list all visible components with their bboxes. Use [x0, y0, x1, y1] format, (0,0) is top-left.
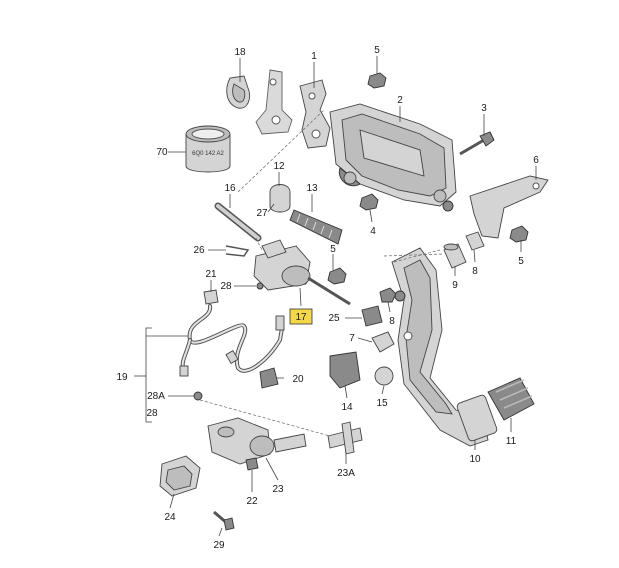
callout-6: 6	[533, 155, 539, 166]
part-5-nut-right	[509, 225, 529, 243]
part-24-bracket	[159, 455, 201, 497]
callout-8: 8	[389, 316, 395, 327]
part-21-fitting	[203, 289, 219, 305]
callout-21: 21	[205, 269, 217, 280]
part-70-marking: 6Q0 142 A2	[192, 151, 224, 157]
leader-lines	[134, 56, 537, 537]
part-6-bracket	[469, 175, 549, 239]
callout-13: 13	[306, 183, 318, 194]
part-23-slave-cylinder	[207, 417, 307, 465]
part-25-clip	[361, 305, 383, 327]
part-bracket-left	[255, 69, 293, 135]
callout-23A: 23A	[337, 468, 355, 479]
part-14-bracket	[329, 351, 361, 389]
callout-29: 29	[213, 540, 225, 551]
part-18-clip	[226, 75, 250, 109]
part-29-bolt	[213, 510, 235, 531]
callout-17-highlight	[289, 308, 313, 325]
part-3-bolt	[459, 131, 495, 156]
part-12-cap	[269, 184, 291, 213]
callout-24: 24	[164, 512, 176, 523]
callout-19: 19	[116, 372, 128, 383]
part-7-clip	[371, 331, 395, 353]
part-5-nut-top	[367, 72, 387, 89]
callout-28-lower: 28	[146, 408, 158, 419]
callout-7: 7	[349, 333, 355, 344]
part-70-bushing	[185, 125, 231, 173]
part-2-pedal-bracket	[329, 103, 457, 212]
callout-26: 26	[193, 245, 205, 256]
part-1-bracket	[299, 79, 331, 149]
callout-5: 5	[374, 45, 380, 56]
callout-10: 10	[469, 454, 481, 465]
callout-5-mid: 5	[330, 244, 336, 255]
callout-16: 16	[224, 183, 236, 194]
callout-70: 70	[156, 147, 168, 158]
callout-17: 17	[295, 312, 307, 323]
callout-12: 12	[273, 161, 285, 172]
part-9-sleeve	[443, 243, 467, 269]
callout-15: 15	[376, 398, 388, 409]
part-28-clip	[193, 391, 203, 401]
callout-1: 1	[311, 51, 317, 62]
callout-18: 18	[234, 47, 246, 58]
callout-23: 23	[272, 484, 284, 495]
part-22-bolt	[245, 457, 259, 471]
callout-28-upper: 28	[220, 281, 232, 292]
part-15-stop	[374, 366, 394, 386]
callout-8-right: 8	[472, 266, 478, 277]
callout-20: 20	[292, 374, 304, 385]
callout-labels: 18 5 1 2 3 70 6Q0 142 A2 12 16 13 27 6 4…	[116, 45, 539, 551]
part-4-nut	[359, 193, 379, 211]
part-13-boot	[289, 209, 343, 245]
part-8-bush	[379, 287, 397, 303]
callout-9: 9	[452, 280, 458, 291]
part-20-clip	[259, 367, 279, 389]
part-23A-tee-fitting	[327, 421, 363, 455]
callout-11: 11	[506, 436, 517, 447]
callout-28A: 28A	[147, 391, 165, 402]
part-16-hose	[214, 202, 262, 242]
callout-2: 2	[397, 95, 403, 106]
part-8-bush-right	[465, 231, 485, 251]
part-11-pedal-pad	[487, 377, 535, 421]
callout-4: 4	[370, 226, 376, 237]
callout-22: 22	[246, 496, 258, 507]
callout-27: 27	[256, 208, 268, 219]
part-17-master-cylinder	[253, 239, 351, 306]
part-19-hydraulic-line	[179, 304, 285, 377]
part-5-nut-mid	[327, 267, 347, 285]
callout-25: 25	[328, 313, 340, 324]
callout-3: 3	[481, 103, 487, 114]
part-26-clip	[225, 245, 250, 257]
callout-14: 14	[341, 402, 353, 413]
part-10-clutch-pedal	[391, 247, 498, 447]
callout-5-right: 5	[518, 256, 524, 267]
